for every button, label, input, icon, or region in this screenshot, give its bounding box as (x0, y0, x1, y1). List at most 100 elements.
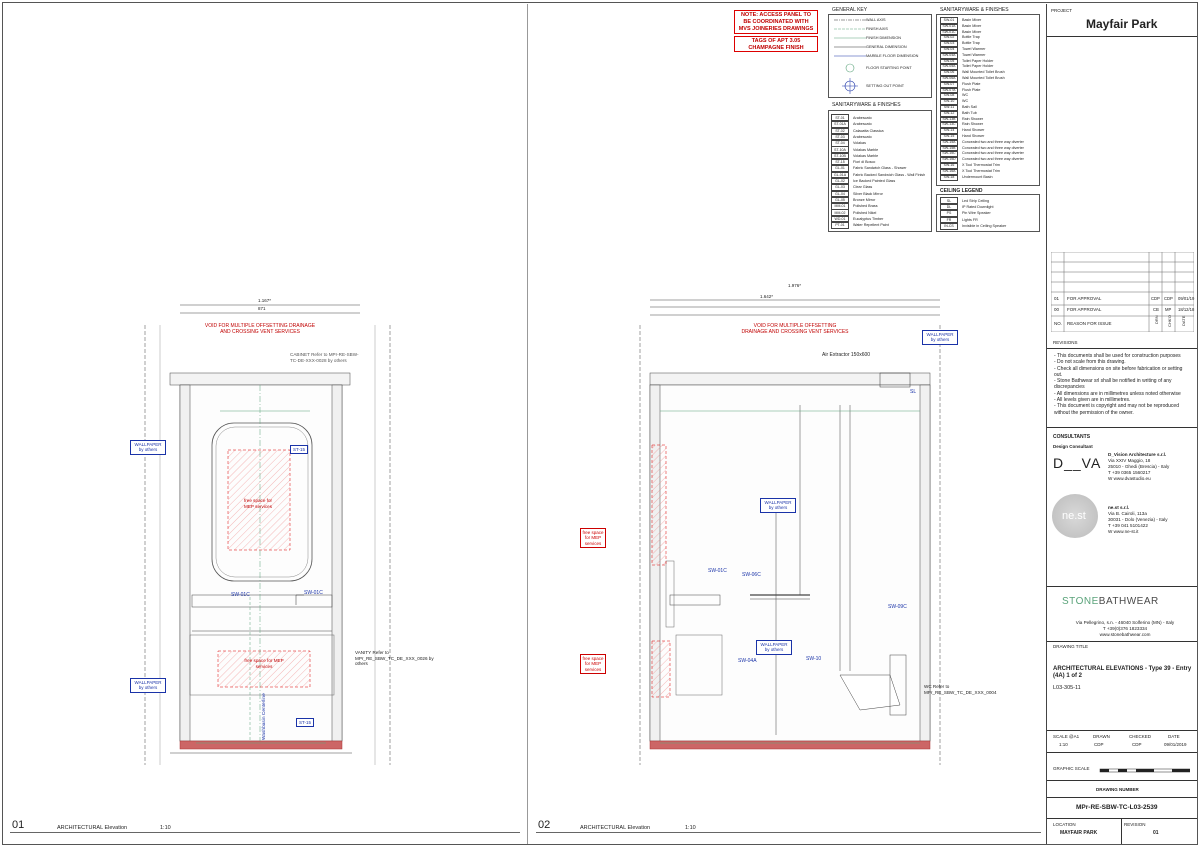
revision-label: REVISION (1124, 822, 1146, 827)
ceiling-code: SL (940, 197, 958, 206)
elev2-sw09c-tag: SW-09C (888, 604, 907, 610)
ceiling-code: IN-CS (940, 221, 958, 230)
finish-code: ST-04 (831, 139, 849, 148)
nest-address-line: T +39 041 5101422 (1108, 523, 1148, 528)
elev1-sw01c-left: SW-01C (231, 592, 250, 598)
ceiling-legend-title: CEILING LEGEND (940, 188, 983, 194)
elevation-02-drawing (639, 299, 941, 765)
drawing-ref: L03-305-11 (1053, 685, 1081, 691)
sanitaryware-desc: Wall Mounted Toilet Brush (962, 70, 1005, 75)
company-address-line: www.stonebathwear.com (1099, 632, 1151, 637)
finish-code: GL-04 (831, 189, 849, 198)
drawn-label: DRAWN (1093, 734, 1110, 739)
company-address-line: Via Pellegrino, s.n. - 46040 Solferino (… (1075, 620, 1175, 625)
sanitaryware-code: SW-15B (940, 144, 958, 153)
ceiling-legend-box (936, 194, 1040, 232)
sanitaryware-code: SW-18 (940, 173, 958, 182)
consultants-title: CONSULTANTS (1053, 434, 1091, 440)
finish-desc: Volakas Marble (853, 153, 879, 158)
sanitaryware-desc: Hand Shower (962, 128, 985, 133)
sanitaryware-code: SW-15 (940, 133, 958, 141)
finish-desc: Silver Black Mirror (853, 191, 883, 196)
finish-code: ST-10B (831, 151, 849, 161)
elev2-free-space-top: free space for MEP services (580, 528, 606, 549)
revision-grid-lines (1051, 252, 1194, 332)
access-panel-note: NOTE: ACCESS PANEL TO BE COORDINATED WIT… (734, 10, 818, 34)
sanitaryware-row: SW-06 Wall Mounted Toilet Brush (940, 69, 1005, 77)
finish-code: ST-01 (831, 114, 849, 123)
sanitaryware-desc: Concealed two and three way diverter (962, 139, 1024, 144)
elev2-sw06c-tag: SW-06C (742, 572, 761, 578)
nest-logo-text: ne.st (1062, 510, 1086, 522)
company-address-line: T +39(0)376 1823334 (1102, 626, 1148, 631)
company-address: Via Pellegrino, s.n. - 46040 Solferino (… (1070, 620, 1180, 638)
rev-row-1-dwn: CDP (1151, 296, 1160, 301)
drawing-title-label: DRAWING TITLE (1053, 644, 1089, 649)
title-block (1046, 4, 1198, 844)
rev-row-1-date: 09/01/19 (1178, 296, 1195, 301)
ceiling-desc: Lights FR (962, 217, 978, 222)
project-name: Mayfair Park (1086, 17, 1158, 31)
finishes-box (828, 110, 932, 232)
sanitaryware-code: SW-06 (940, 69, 958, 77)
ceiling-desc: Led Strip Ceiling (962, 199, 990, 203)
finish-desc: Clear Glass (853, 185, 873, 190)
sanitaryware-desc: WC (962, 99, 969, 104)
elev1-number: 01 (12, 819, 25, 831)
finish-desc: Arabescato (853, 116, 872, 120)
sanitaryware-code: SW-15D (940, 156, 958, 164)
finish-desc: Volakas (853, 141, 866, 146)
dva-address-line: 25010 - Ghedi (Brescia) - Italy (1108, 464, 1170, 469)
sanitaryware-code: SW-05A (940, 63, 958, 72)
sanitaryware-code: SW-15A (940, 138, 958, 147)
ceiling-desc: Pin Wire Speaker (962, 211, 991, 216)
drawn-value: CDP (1094, 742, 1104, 747)
elev2-dim-top: 1.976* (788, 283, 802, 288)
gk-floor-starting-point: FLOOR STARTING POINT (866, 66, 912, 70)
ceiling-code: FR (940, 215, 958, 224)
finish-desc: Arabescato (853, 134, 872, 139)
sanitaryware-box (936, 14, 1040, 186)
elev1-free-space-top: free space for MEP services (243, 498, 273, 509)
rev-row-1-chkd: CDP (1164, 296, 1173, 301)
scale-value: 1:10 (1059, 742, 1068, 747)
rev-header-no: NO. (1054, 321, 1063, 326)
sanitaryware-code: SW-12 (940, 109, 958, 118)
sanitaryware-desc: X Tool Thermostat Trim (962, 163, 1000, 167)
elev1-dim-sub: 871 (258, 306, 266, 311)
dva-address-line: D_Vision Architecture s.r.l. (1108, 452, 1167, 457)
sanitaryware-code: SW-06A (940, 75, 958, 83)
finish-desc: Eucalyptus Timber (853, 216, 884, 221)
elev1-cabinet-note: CABINET Refer to MPr-RE-SBW-TC-DE-XXX-00… (290, 352, 359, 363)
general-note-line: - This documents shall be used for const… (1054, 353, 1181, 359)
rev-row-1-no: 01 (1054, 296, 1060, 301)
elev1-label: ARCHITECTURAL Elevation (57, 825, 128, 831)
company-logo: STONEBATHWEAR (1062, 596, 1159, 607)
rev-header-date: DATE (1181, 315, 1186, 326)
graphic-scale-bar (1099, 768, 1190, 773)
finish-code: WD-01 (831, 214, 849, 224)
sanitaryware-desc: Toilet Paper Holder (962, 58, 994, 63)
ceiling-row: FR Lights FR (940, 215, 978, 224)
elev1-wallpaper-tag-bottom: WALLPAPER by others (130, 678, 166, 693)
rev-header-reason: REASON FOR ISSUE (1067, 321, 1112, 326)
sanitaryware-desc: Bottle Trap (962, 35, 980, 40)
sanitaryware-desc: Flush Plate (962, 81, 981, 86)
drawing-number-label: DRAWING NUMBER (1096, 787, 1139, 792)
